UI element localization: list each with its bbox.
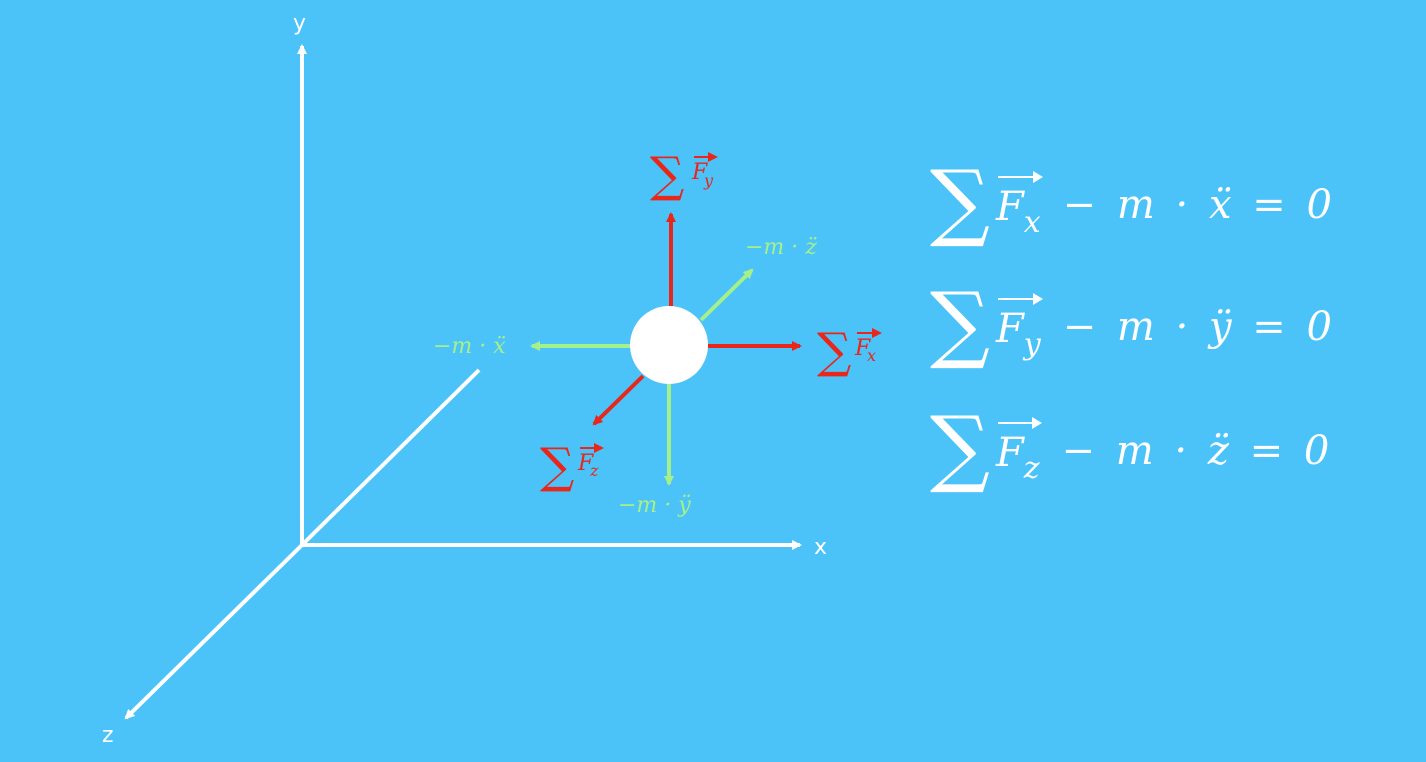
equation-z-force-vector: Fz xyxy=(995,416,1042,486)
inertia-y-label: −m · ÿ xyxy=(618,493,691,518)
equation-x-subscript: x xyxy=(1023,205,1041,240)
force-y-symbol: F xyxy=(691,160,708,185)
force-y-sigma: ∑ xyxy=(650,147,684,203)
inertia-z-arrow xyxy=(699,268,754,322)
force-x-subscript: x xyxy=(867,346,876,365)
y-axis-label: y xyxy=(293,11,306,36)
force-y-label: ∑ F y xyxy=(650,147,718,203)
equation-y-force-vector: Fy xyxy=(995,292,1043,362)
force-z-label: ∑ F z xyxy=(540,438,604,494)
force-z-sigma: ∑ xyxy=(540,438,574,494)
inertia-z-label: −m · z̈ xyxy=(745,235,817,260)
equation-z-rest: − m · z̈ = 0 xyxy=(1061,428,1334,474)
equation-z-sigma: ∑ xyxy=(930,398,990,496)
force-z-symbol: F xyxy=(577,451,594,476)
equation-z: ∑ Fz − m · z̈ = 0 xyxy=(930,396,1333,506)
z-axis-label: z xyxy=(102,723,114,748)
equation-y-subscript: y xyxy=(1023,327,1041,362)
inertia-x-label: −m · ẍ xyxy=(433,334,506,359)
equation-x: ∑ Fx − m · ẍ = 0 xyxy=(930,150,1336,260)
force-z-subscript: z xyxy=(589,461,599,480)
equation-y-rest: − m · ÿ = 0 xyxy=(1062,304,1336,350)
z-axis-back xyxy=(300,368,481,547)
equation-z-subscript: z xyxy=(1023,451,1040,486)
equation-x-sigma: ∑ xyxy=(930,152,990,250)
force-y-subscript: y xyxy=(703,171,714,190)
mass-point xyxy=(630,306,708,384)
equation-y-sigma: ∑ xyxy=(930,274,990,372)
equation-y-symbol: F xyxy=(995,306,1024,352)
x-axis-label: x xyxy=(814,535,827,560)
force-x-label: ∑ F x xyxy=(817,323,882,379)
force-z-arrow xyxy=(592,374,645,426)
equation-x-symbol: F xyxy=(995,184,1024,230)
equation-x-rest: − m · ẍ = 0 xyxy=(1062,182,1336,228)
equation-y: ∑ Fy − m · ÿ = 0 xyxy=(930,272,1336,382)
force-x-sigma: ∑ xyxy=(817,323,851,379)
equation-z-symbol: F xyxy=(995,430,1024,476)
force-x-symbol: F xyxy=(854,336,871,361)
equation-x-force-vector: Fx xyxy=(995,170,1043,240)
z-axis xyxy=(124,543,304,720)
